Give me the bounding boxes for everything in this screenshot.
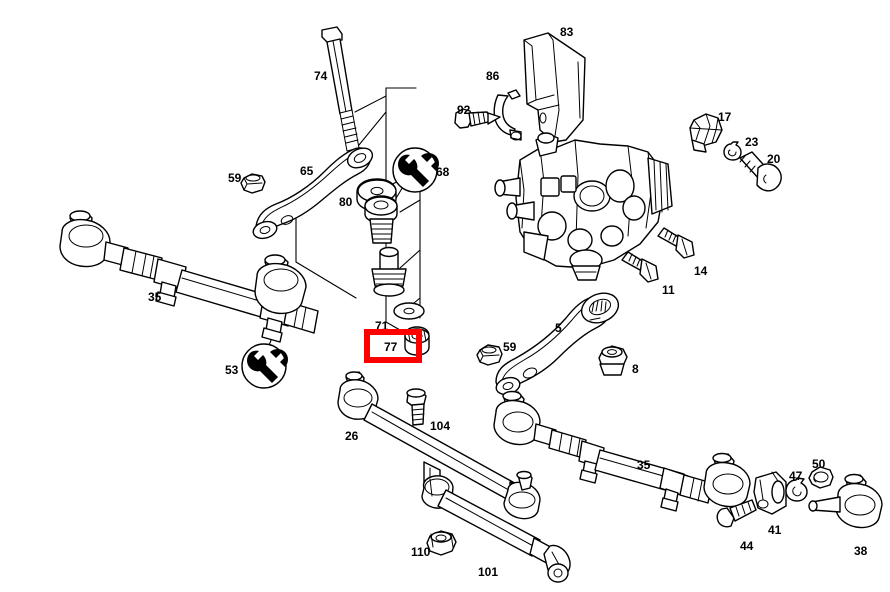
part-label-service-tool-callout: 53 <box>225 363 239 377</box>
part-label-hex-nut: 50 <box>812 457 826 471</box>
part-label-pulley-hub-cluster: 17 <box>718 110 732 124</box>
part-label-lock-washer-c-clip: 23 <box>745 135 759 149</box>
part-label-hex-nut: 59 <box>503 340 517 354</box>
part-label-hex-bolt: 14 <box>694 264 708 278</box>
center-column-fittings <box>364 195 407 297</box>
part-label-pump-bracket-plate: 83 <box>560 25 574 39</box>
part-label-clip-bracket: 86 <box>486 69 500 83</box>
part-label-long-hex-bolt: 74 <box>314 69 328 83</box>
part-110-hex-nut <box>426 530 457 556</box>
part-23-lock-washer <box>723 141 742 161</box>
part-47-spring-washer <box>785 477 808 502</box>
part-59-hex-nut-left <box>240 173 266 194</box>
part-label-steering-damper: 101 <box>478 565 499 579</box>
part-53-tool-callout <box>241 343 288 389</box>
part-label-hex-head-screw: 92 <box>457 103 471 117</box>
part-label-tie-rod-assembly-left: 35 <box>148 290 162 304</box>
part-label-ball-joint-end: 38 <box>854 544 868 558</box>
part-44-clamp-bolt <box>716 499 757 528</box>
part-14-hex-bolt <box>657 227 695 259</box>
part-38-ball-joint-end <box>808 473 883 529</box>
part-label-tie-rod-assembly-right: 35 <box>637 458 651 472</box>
part-17-hub-cluster <box>689 113 723 153</box>
part-104-hex-bolt <box>406 388 427 426</box>
part-label-clamp-bolt: 44 <box>740 539 754 553</box>
part-35-tie-rod-left <box>59 210 319 343</box>
part-71-flat-washer <box>393 302 425 320</box>
part-26-drag-link <box>337 371 541 520</box>
part-74-long-bolt <box>321 26 360 152</box>
part-35-tie-rod-right <box>493 390 751 512</box>
part-label-hex-nut: 59 <box>228 171 242 185</box>
part-86-clip-bracket <box>493 89 522 141</box>
part-41-clamp-bracket <box>753 471 787 515</box>
part-83-bracket-plate <box>523 32 586 143</box>
part-label-service-tool-callout: 68 <box>436 165 450 179</box>
part-59-hex-nut-right <box>476 344 503 366</box>
part-label-threaded-stud-bolt: 20 <box>767 152 781 166</box>
part-label-hex-bolt-short: 104 <box>430 419 451 433</box>
part-50-hex-nut <box>808 466 834 489</box>
part-label-hex-nut: 110 <box>411 545 431 559</box>
part-label-clamp-bracket: 41 <box>768 523 782 537</box>
part-65-idler-arm <box>252 147 374 240</box>
part-68-tool-callout <box>392 147 439 193</box>
part-label-flat-washer: 71 <box>375 319 389 333</box>
part-11-hex-bolt <box>621 251 659 283</box>
part-label-spring-lock-washer: 47 <box>789 469 803 483</box>
part-label-hex-bolt: 11 <box>662 283 675 297</box>
part-101-steering-damper <box>421 475 571 583</box>
part-8-flanged-nut <box>598 345 628 376</box>
part-label-drag-link-assembly: 26 <box>345 429 359 443</box>
part-label-idler-arm-lever: 65 <box>300 164 314 178</box>
part-20-stud-bolt <box>739 151 782 192</box>
part-label-pitman-arm: 5 <box>555 321 562 335</box>
part-label-rubber-bush-washer: 80 <box>339 195 353 209</box>
part-label-castellated-nut: 77 <box>384 340 398 354</box>
part-77-castle-nut <box>404 326 430 356</box>
part-92-hex-screw <box>454 108 501 129</box>
part-label-hex-nut-flanged: 8 <box>632 362 639 376</box>
power-steering-pump-body <box>494 132 673 281</box>
part-5-pitman-arm <box>495 292 620 396</box>
